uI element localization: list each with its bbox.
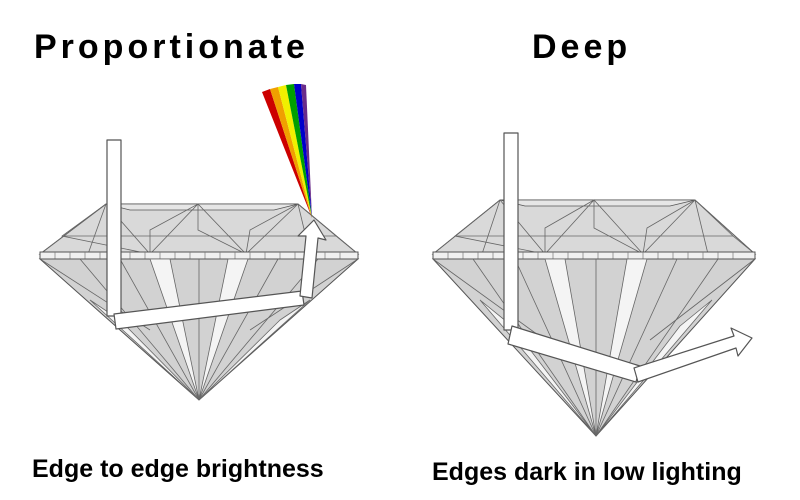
incoming-ray	[503, 132, 519, 331]
dispersion-spectrum	[262, 84, 312, 218]
girdle	[432, 251, 756, 260]
table-facet	[105, 203, 299, 211]
exit-ray	[297, 219, 327, 299]
caption-proportionate: Edge to edge brightness	[32, 455, 324, 483]
reflected-ray	[507, 325, 641, 383]
light-path-deep	[503, 132, 753, 383]
exit-ray	[633, 327, 753, 383]
light-path-proportionate	[106, 139, 327, 330]
caption-deep: Edges dark in low lighting	[432, 458, 742, 486]
table-facet	[499, 199, 696, 207]
title-deep: Deep	[532, 28, 632, 66]
title-proportionate: Proportionate	[34, 28, 309, 66]
incoming-ray	[106, 139, 122, 317]
diamond-deep	[431, 199, 757, 437]
reflected-ray	[113, 290, 305, 330]
